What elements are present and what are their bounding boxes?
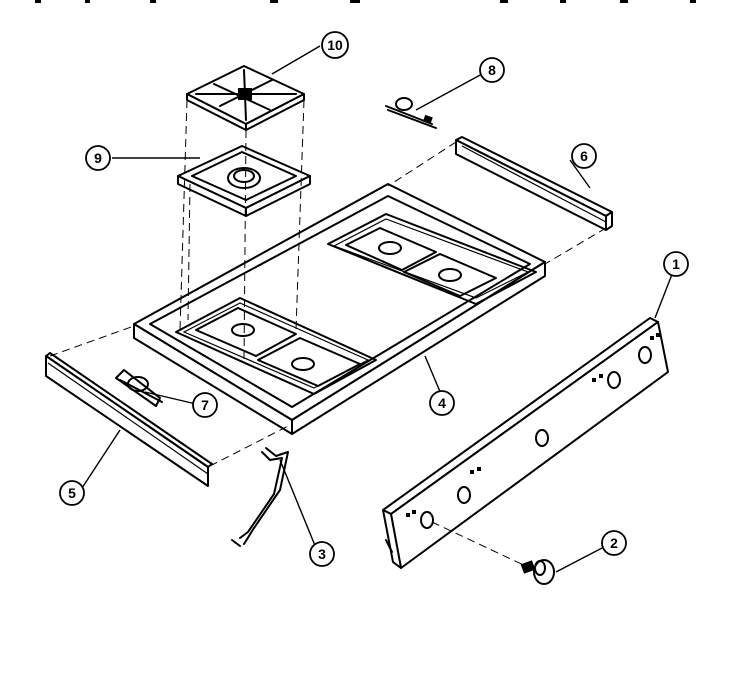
cooktop-panel	[133, 183, 546, 435]
callout-8: 8	[479, 57, 505, 83]
callout-8-label: 8	[488, 62, 496, 78]
igniter-bracket	[115, 369, 163, 407]
callout-10: 10	[321, 31, 349, 59]
front-trim	[45, 352, 213, 487]
wire-bracket	[231, 447, 289, 547]
callout-5-label: 5	[68, 485, 76, 501]
callout-7-label: 7	[201, 397, 209, 413]
control-knob	[520, 559, 555, 585]
top-edge-marks	[35, 0, 696, 3]
callout-4-label: 4	[438, 395, 446, 411]
callout-4: 4	[429, 390, 455, 416]
callout-10-label: 10	[327, 37, 343, 53]
callout-9-label: 9	[94, 150, 102, 166]
callout-1: 1	[663, 251, 689, 277]
callout-5: 5	[59, 480, 85, 506]
assembly-lines	[49, 99, 607, 569]
callout-1-label: 1	[672, 256, 680, 272]
burner-pan	[177, 145, 311, 217]
callout-3: 3	[309, 541, 335, 567]
callout-2-label: 2	[610, 535, 618, 551]
leader-lines	[81, 45, 677, 573]
callout-7: 7	[192, 392, 218, 418]
callout-2: 2	[601, 530, 627, 556]
rear-trim	[455, 136, 613, 231]
callout-6: 6	[571, 143, 597, 169]
igniter	[385, 97, 437, 129]
callout-9: 9	[85, 145, 111, 171]
control-panel	[382, 317, 669, 569]
callout-3-label: 3	[318, 546, 326, 562]
callout-6-label: 6	[580, 148, 588, 164]
burner-grate	[186, 65, 305, 131]
